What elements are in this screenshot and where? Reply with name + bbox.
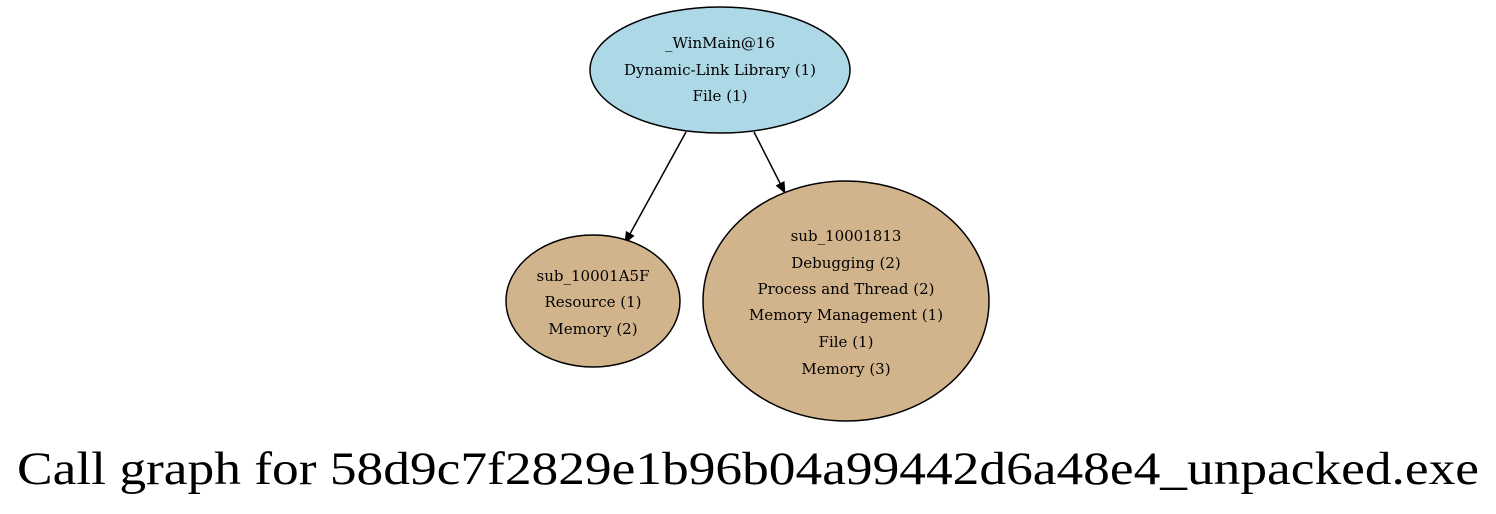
node-sub-10001a5f-shape (505, 234, 681, 368)
node-winmain-shape (589, 6, 851, 134)
node-sub-10001813-label-2: Process and Thread (2) (758, 280, 935, 298)
node-sub-10001a5f-label-0: sub_10001A5F (537, 267, 650, 285)
edge-winmain-to-sub-10001a5f (624, 131, 687, 244)
node-winmain-label-0: _WinMain@16 (665, 34, 775, 52)
edge-winmain-to-sub-10001813 (753, 131, 786, 194)
node-sub-10001813[interactable]: sub_10001813 Debugging (2) Process and T… (702, 180, 990, 422)
node-winmain-label-2: File (1) (693, 87, 748, 105)
node-sub-10001813-shape (702, 180, 990, 422)
node-sub-10001813-label-4: File (1) (819, 333, 874, 351)
node-sub-10001813-label-3: Memory Management (1) (749, 306, 943, 324)
node-sub-10001a5f-label-1: Resource (1) (544, 293, 641, 311)
node-sub-10001813-label-0: sub_10001813 (791, 227, 902, 245)
node-sub-10001813-label-1: Debugging (2) (791, 254, 900, 272)
node-sub-10001813-label-5: Memory (3) (801, 360, 890, 378)
graph-title: Call graph for 58d9c7f2829e1b96b04a99442… (17, 443, 1479, 495)
node-winmain-label-1: Dynamic-Link Library (1) (624, 61, 816, 79)
node-winmain[interactable]: _WinMain@16 Dynamic-Link Library (1) Fil… (589, 6, 851, 134)
node-sub-10001a5f-label-2: Memory (2) (548, 320, 637, 338)
node-sub-10001a5f[interactable]: sub_10001A5F Resource (1) Memory (2) (505, 234, 681, 368)
